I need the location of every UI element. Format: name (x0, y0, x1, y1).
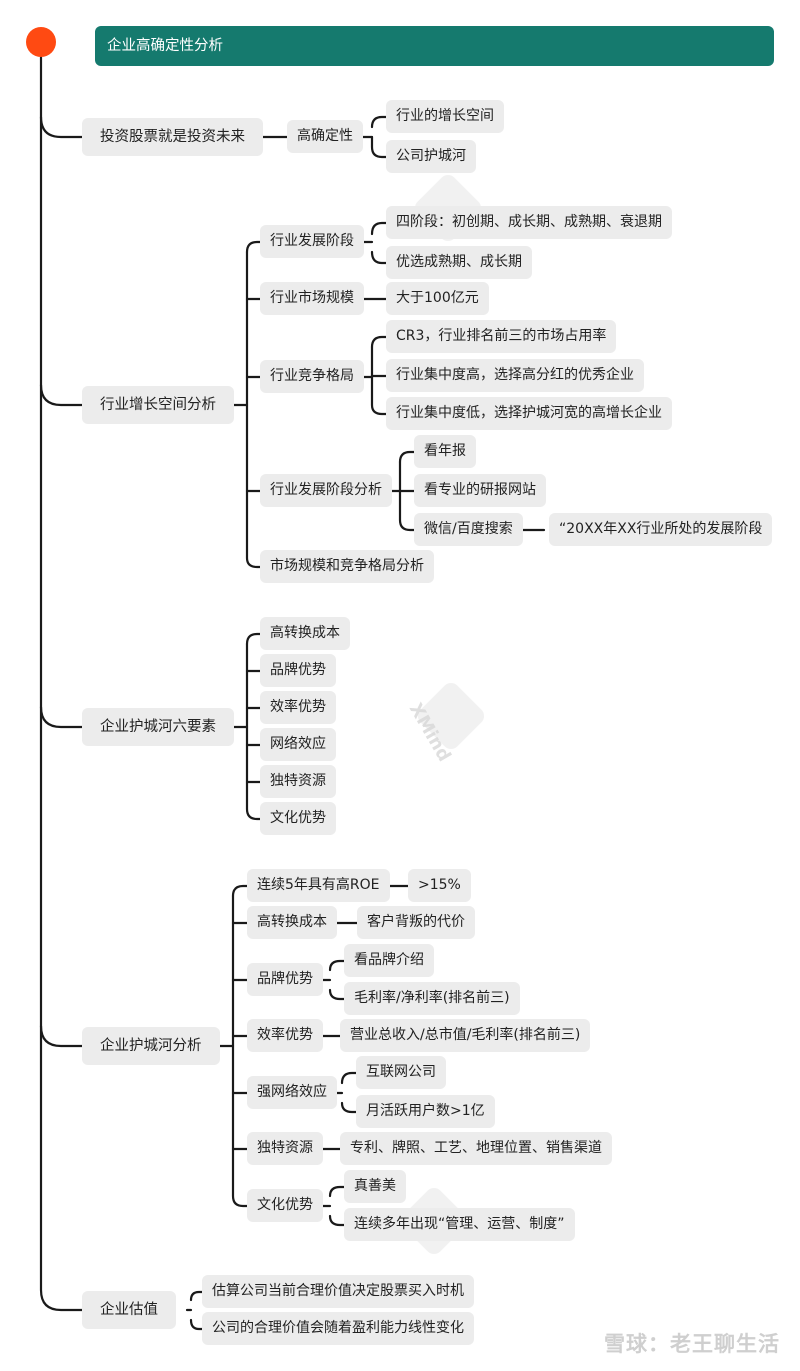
node-switch-cost[interactable]: 高转换成本 (260, 617, 350, 650)
node-resource-value[interactable]: 专利、牌照、工艺、地理位置、销售渠道 (340, 1132, 612, 1165)
node-culture-years[interactable]: 连续多年出现“管理、运营、制度” (344, 1208, 575, 1241)
node-mau[interactable]: 月活跃用户数>1亿 (356, 1095, 495, 1128)
branch-moat-analysis[interactable]: 企业护城河分析 (82, 1027, 220, 1065)
node-margin[interactable]: 毛利率/净利率(排名前三) (344, 982, 520, 1015)
branch-valuation[interactable]: 企业估值 (82, 1291, 176, 1329)
node-network-2[interactable]: 强网络效应 (247, 1076, 337, 1109)
branch-moat-six-factors[interactable]: 企业护城河六要素 (82, 708, 234, 746)
node-cr3[interactable]: CR3，行业排名前三的市场占用率 (386, 320, 617, 353)
node-culture-2[interactable]: 文化优势 (247, 1189, 323, 1222)
node-value-change[interactable]: 公司的合理价值会随着盈利能力线性变化 (202, 1312, 474, 1345)
node-unique-resource-2[interactable]: 独特资源 (247, 1132, 323, 1165)
node-switch-cost-2[interactable]: 高转换成本 (247, 906, 337, 939)
node-stage-analysis[interactable]: 行业发展阶段分析 (260, 474, 392, 507)
node-industry-growth[interactable]: 行业的增长空间 (386, 100, 504, 133)
node-prefer-stage[interactable]: 优选成熟期、成长期 (386, 246, 532, 279)
footer-watermark: 雪球：老王聊生活 (604, 1332, 780, 1356)
node-roe[interactable]: 连续5年具有高ROE (247, 869, 390, 902)
node-high-concentration[interactable]: 行业集中度高，选择高分红的优秀企业 (386, 359, 644, 392)
branch-invest-future[interactable]: 投资股票就是投资未来 (82, 118, 263, 156)
node-brand-intro[interactable]: 看品牌介绍 (344, 944, 434, 977)
node-efficiency[interactable]: 效率优势 (260, 691, 336, 724)
node-scale-value[interactable]: 大于100亿元 (386, 282, 489, 315)
node-research-site[interactable]: 看专业的研报网站 (414, 474, 546, 507)
node-four-stages[interactable]: 四阶段：初创期、成长期、成熟期、衰退期 (386, 206, 672, 239)
node-truth-goodness[interactable]: 真善美 (344, 1170, 406, 1203)
node-industry-stage[interactable]: 行业发展阶段 (260, 225, 364, 258)
node-brand-2[interactable]: 品牌优势 (247, 963, 323, 996)
root-title: 企业高确定性分析 (95, 26, 774, 66)
root-dot (26, 27, 56, 57)
node-low-concentration[interactable]: 行业集中度低，选择护城河宽的高增长企业 (386, 397, 672, 430)
node-competition[interactable]: 行业竞争格局 (260, 360, 364, 393)
node-switch-value[interactable]: 客户背叛的代价 (357, 906, 475, 939)
node-efficiency-value[interactable]: 营业总收入/总市值/毛利率(排名前三) (340, 1019, 591, 1052)
node-search-query[interactable]: “20XX年XX行业所处的发展阶段 (549, 513, 773, 546)
node-market-scale[interactable]: 行业市场规模 (260, 282, 364, 315)
node-brand[interactable]: 品牌优势 (260, 654, 336, 687)
node-estimate-value[interactable]: 估算公司当前合理价值决定股票买入时机 (202, 1275, 474, 1308)
node-high-certainty[interactable]: 高确定性 (287, 120, 363, 153)
node-internet-co[interactable]: 互联网公司 (356, 1056, 446, 1089)
node-annual-report[interactable]: 看年报 (414, 435, 476, 468)
node-efficiency-2[interactable]: 效率优势 (247, 1019, 323, 1052)
node-roe-value[interactable]: >15% (408, 869, 471, 902)
node-moat[interactable]: 公司护城河 (386, 140, 476, 173)
node-scale-comp-analysis[interactable]: 市场规模和竞争格局分析 (260, 550, 434, 583)
branch-industry-growth-analysis[interactable]: 行业增长空间分析 (82, 386, 234, 424)
node-search[interactable]: 微信/百度搜索 (414, 513, 523, 546)
node-culture[interactable]: 文化优势 (260, 802, 336, 835)
node-unique-resource[interactable]: 独特资源 (260, 765, 336, 798)
node-network[interactable]: 网络效应 (260, 728, 336, 761)
